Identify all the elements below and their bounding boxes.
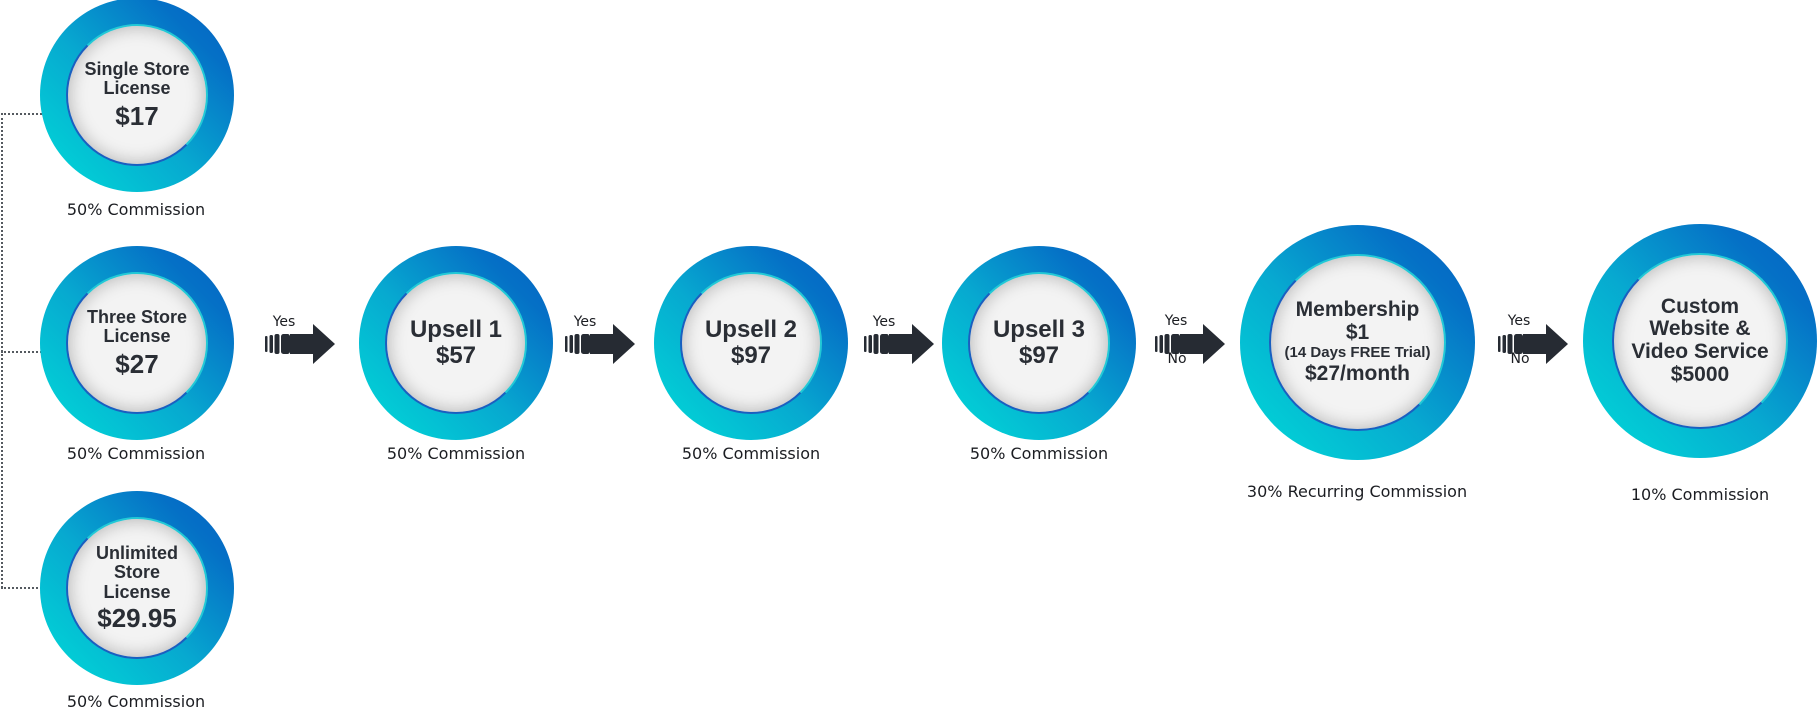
node-title: Three Store License xyxy=(86,306,188,346)
node-price: $97 xyxy=(1018,342,1060,369)
upsell-2-node: Upsell 2 $97 xyxy=(654,246,848,440)
commission-label: 50% Commission xyxy=(66,200,206,219)
trial-note: (14 Days FREE Trial) xyxy=(1284,343,1431,361)
commission-label: 50% Commission xyxy=(66,692,206,711)
connector-line-three xyxy=(1,351,42,353)
recurring-price: $27/month xyxy=(1304,361,1411,385)
commission-label: 50% Commission xyxy=(386,444,526,463)
arrow-yes-label: Yes xyxy=(573,314,597,330)
arrow-right-icon xyxy=(564,324,636,364)
commission-label: 50% Commission xyxy=(969,444,1109,463)
node-title: Upsell 2 xyxy=(704,316,798,344)
commission-label: 10% Commission xyxy=(1630,485,1770,504)
connector-line-single xyxy=(1,113,42,115)
upsell-1-node: Upsell 1 $57 xyxy=(359,246,553,440)
node-title: Membership xyxy=(1295,298,1420,322)
unlimited-store-license-node: Unlimited Store License $29.95 xyxy=(40,491,234,685)
node-title: Upsell 3 xyxy=(992,316,1086,344)
membership-node: Membership $1 (14 Days FREE Trial) $27/m… xyxy=(1240,225,1475,460)
node-title: Upsell 1 xyxy=(409,316,503,344)
arrow-right-icon xyxy=(1497,324,1569,364)
arrow-right-icon xyxy=(264,324,336,364)
commission-label: 50% Commission xyxy=(681,444,821,463)
arrow-right-icon xyxy=(1154,324,1226,364)
arrow-yes-label: Yes xyxy=(1164,313,1188,329)
node-price: $97 xyxy=(730,342,772,369)
connector-vertical-line xyxy=(1,113,3,588)
arrow-yes-label: Yes xyxy=(1507,313,1531,329)
connector-line-unlimited xyxy=(1,587,42,589)
node-title: Custom Website & Video Service xyxy=(1631,294,1769,363)
node-price: $29.95 xyxy=(97,603,177,634)
node-price: $17 xyxy=(115,101,159,132)
node-price: $57 xyxy=(435,342,477,369)
commission-label: 30% Recurring Commission xyxy=(1246,482,1468,501)
custom-website-video-service-node: Custom Website & Video Service $5000 xyxy=(1583,224,1817,458)
arrow-yes-label: Yes xyxy=(272,314,296,330)
commission-label: 50% Commission xyxy=(66,444,206,463)
node-price: $27 xyxy=(115,349,159,380)
node-price: $5000 xyxy=(1670,362,1730,386)
node-price: $1 xyxy=(1345,321,1370,345)
arrow-no-label: No xyxy=(1167,351,1187,367)
three-store-license-node: Three Store License $27 xyxy=(40,246,234,440)
arrow-no-label: No xyxy=(1510,351,1530,367)
arrow-yes-label: Yes xyxy=(872,314,896,330)
single-store-license-node: Single Store License $17 xyxy=(40,0,234,192)
arrow-right-icon xyxy=(863,324,935,364)
node-title: Single Store License xyxy=(84,58,190,98)
node-title: Unlimited Store License xyxy=(95,542,178,602)
upsell-3-node: Upsell 3 $97 xyxy=(942,246,1136,440)
